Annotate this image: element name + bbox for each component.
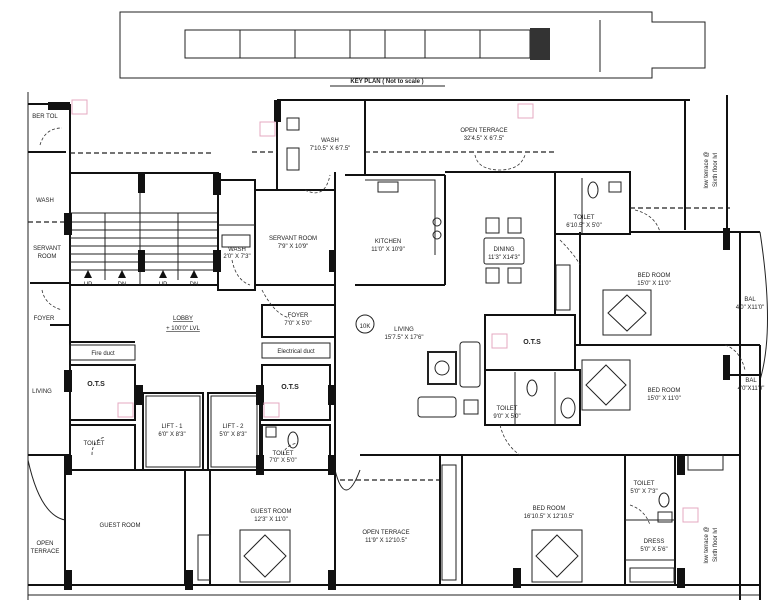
room-dims: 7'9" X 10'9": [278, 244, 309, 250]
room-name: GUEST ROOM: [251, 509, 292, 515]
bed-icon: [239, 289, 652, 583]
room-name: TOILET: [497, 406, 518, 412]
key-plan: KEY PLAN ( Not to scale ): [119, 11, 706, 87]
room-name: OPEN TERRACE: [460, 128, 507, 134]
wardrobe-icon: [197, 234, 724, 583]
room-name: BER TOL: [32, 114, 58, 120]
room-dims: 4'0" X11'0": [736, 305, 764, 311]
low-terrace-label: low terrace @: [704, 526, 710, 563]
walls: [27, 92, 768, 600]
room-name: TOILET: [574, 215, 595, 221]
room-dims: 11'9" X 12'10.5": [365, 538, 407, 544]
room-name: KITCHEN: [375, 239, 401, 245]
room-dims: ROOM: [38, 254, 57, 260]
room-dims: 9'0" X 5'0": [493, 414, 520, 420]
low-terrace-label: Sixth floor lvl: [713, 528, 719, 562]
room-dims: + 100'0" LVL: [166, 326, 200, 332]
room-dims: 15'0" X 11'0": [637, 281, 670, 287]
columns: [48, 100, 730, 590]
duct-markers: [71, 99, 699, 523]
room-dims: 6'10.5" X 5'0": [566, 223, 602, 229]
room-name: LIFT - 2: [223, 424, 245, 430]
sofa-set-icon: [417, 341, 481, 418]
room-name: LOBBY: [173, 316, 193, 322]
furniture: [197, 117, 724, 583]
room-name: O.T.S: [87, 381, 105, 388]
unit-marker: 10K: [355, 314, 375, 334]
room-dims: 11'3" X14'3": [488, 255, 520, 261]
room-dims: 12'3" X 11'0": [254, 517, 287, 523]
room-dims: 11'0" X 10'9": [371, 247, 404, 253]
room-name: LIVING: [32, 389, 52, 395]
room-dims: 16'10.5" X 12'10.5": [524, 514, 575, 520]
room-name: TOILET: [634, 481, 655, 487]
key-plan-highlight: [530, 28, 550, 60]
room-name: OPEN: [36, 541, 53, 547]
kitchen-counter-icon: [377, 181, 442, 240]
room-name: O.T.S: [523, 339, 541, 346]
room-name: TOILET: [273, 451, 294, 457]
room-name: BAL: [745, 378, 757, 384]
stair-label-dn: DN: [190, 282, 199, 288]
room-name: BED ROOM: [638, 273, 671, 279]
stair-arrows: UP DN UP DN: [84, 270, 199, 288]
room-name: OPEN TERRACE: [362, 530, 409, 536]
room-dims: 2'0" X 7'3": [223, 254, 250, 260]
stair-label-dn: DN: [118, 282, 127, 288]
room-dims: 15'7.5" X 17'6": [385, 335, 424, 341]
room-dims: 5'0" X 8'3": [219, 432, 246, 438]
room-dims: 32'4.5" X 6'7.5": [464, 136, 505, 142]
room-dims: 5'0" X 5'6": [640, 547, 667, 553]
room-dims: 4'0"X11'0": [738, 386, 765, 392]
room-dims: 7'10.5" X 6'7.5": [310, 146, 351, 152]
stair-label-up: UP: [84, 282, 92, 288]
unit-marker-label: 10K: [360, 324, 371, 330]
room-name: FOYER: [34, 316, 55, 322]
room-name: WASH: [321, 138, 339, 144]
room-name: LIVING: [394, 327, 414, 333]
room-name: GUEST ROOM: [100, 523, 141, 529]
room-name: TOILET: [84, 441, 105, 447]
room-name: LIFT - 1: [162, 424, 184, 430]
toilet-fixtures-icon: [265, 117, 673, 523]
room-name: SERVANT: [33, 246, 61, 252]
room-labels: BER TOL WASH SERVANT ROOM FOYER LIVING O…: [31, 114, 765, 564]
room-name: WASH: [228, 247, 246, 253]
room-dims: 7'0" X 5'0": [269, 458, 296, 464]
room-name: Fire duct: [91, 351, 115, 357]
room-name: FOYER: [288, 313, 309, 319]
room-name: DINING: [494, 247, 515, 253]
room-name: WASH: [36, 198, 54, 204]
room-dims: 5'0" X 7'3": [630, 489, 657, 495]
room-name: SERVANT ROOM: [269, 236, 317, 242]
room-name: O.T.S: [281, 384, 299, 391]
low-terrace-label: low terrace @: [704, 151, 710, 188]
room-dims: 7'0" X 5'0": [284, 321, 311, 327]
room-name: BED ROOM: [648, 388, 681, 394]
dining-table-icon: [483, 217, 525, 284]
stair-label-up: UP: [159, 282, 167, 288]
low-terrace-label: Sixth floor lvl: [713, 153, 719, 187]
room-name: BED ROOM: [533, 506, 566, 512]
key-plan-label: KEY PLAN ( Not to scale ): [350, 79, 423, 85]
room-name: DRESS: [644, 539, 665, 545]
room-dims: 15'0" X 11'0": [647, 396, 680, 402]
door-swings: [39, 127, 746, 526]
room-dims: TERRACE: [31, 549, 60, 555]
room-name: Electrical duct: [277, 349, 315, 355]
room-dims: 6'0" X 8'3": [158, 432, 185, 438]
room-name: BAL: [744, 297, 756, 303]
